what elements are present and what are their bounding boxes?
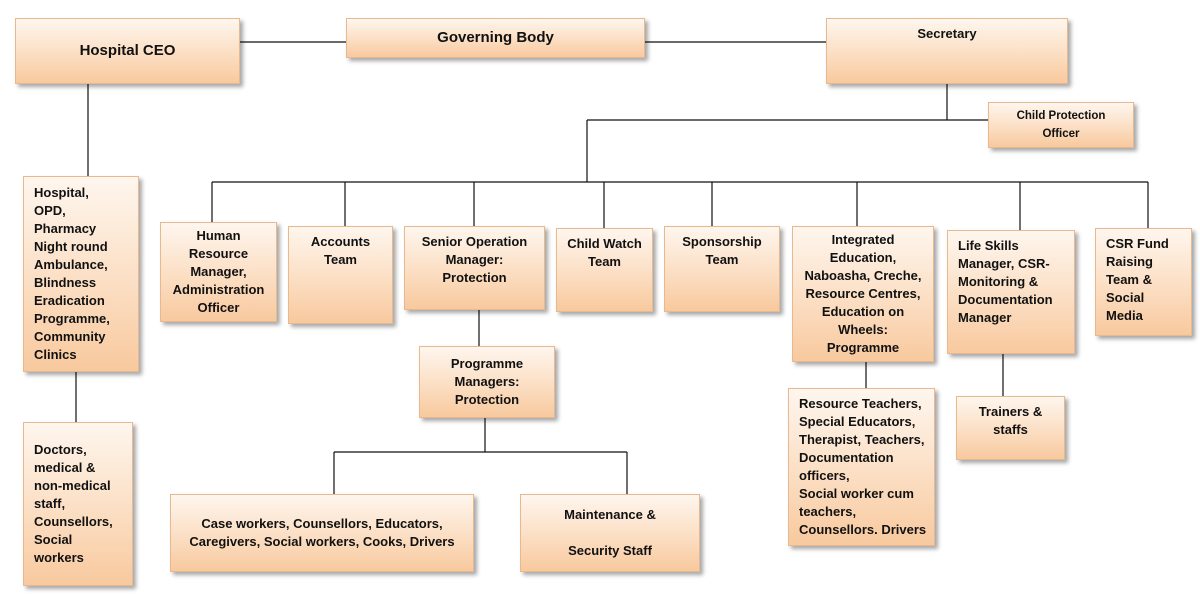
box-csr-fund-raising: CSR Fund Raising Team & Social Media xyxy=(1095,228,1192,336)
box-senior-operation-manager: Senior Operation Manager: Protection xyxy=(404,226,545,310)
box-sponsorship-team: Sponsorship Team xyxy=(664,226,780,312)
box-hospital-services: Hospital, OPD, Pharmacy Night round Ambu… xyxy=(23,176,139,372)
box-governing-body: Governing Body xyxy=(346,18,645,58)
box-life-skills-manager: Life Skills Manager, CSR- Monitoring & D… xyxy=(947,230,1075,354)
box-hr-manager: Human Resource Manager, Administration O… xyxy=(160,222,277,322)
box-maintenance-security: Maintenance & Security Staff xyxy=(520,494,700,572)
box-integrated-education: Integrated Education, Naboasha, Creche, … xyxy=(792,226,934,362)
box-doctors-staff: Doctors, medical & non-medical staff, Co… xyxy=(23,422,133,586)
box-resource-teachers: Resource Teachers, Special Educators, Th… xyxy=(788,388,935,546)
box-trainers-staffs: Trainers & staffs xyxy=(956,396,1065,460)
box-accounts-team: Accounts Team xyxy=(288,226,393,324)
box-programme-managers: Programme Managers: Protection xyxy=(419,346,555,418)
box-child-protection-officer: Child Protection Officer xyxy=(988,102,1134,148)
box-secretary: Secretary xyxy=(826,18,1068,84)
box-child-watch-team: Child Watch Team xyxy=(556,228,653,312)
box-case-workers: Case workers, Counsellors, Educators, Ca… xyxy=(170,494,474,572)
box-hospital-ceo: Hospital CEO xyxy=(15,18,240,84)
